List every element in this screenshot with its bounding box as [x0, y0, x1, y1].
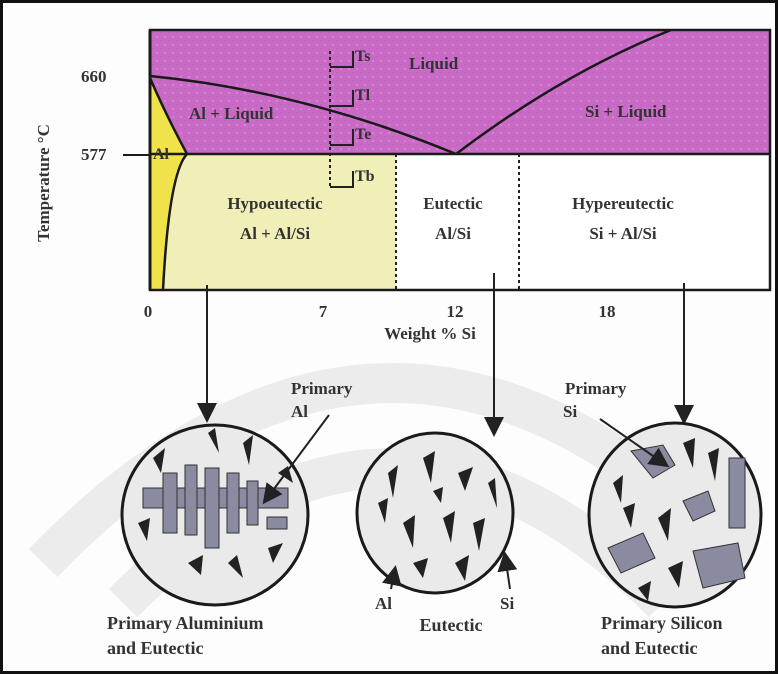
x-tick-0: 0 [144, 302, 153, 321]
eutectic-region-label: Eutectic [423, 194, 483, 213]
micrograph-eutectic [357, 433, 513, 593]
micrograph-primary-silicon [589, 423, 761, 607]
caption-right-line2: and Eutectic [601, 638, 698, 658]
primary-al-label-line2: Al [291, 402, 308, 421]
liquid-label: Liquid [409, 54, 459, 73]
micrograph-primary-aluminium [122, 425, 308, 605]
primary-si-label-line2: Si [563, 402, 577, 421]
te-label: Te [355, 126, 371, 143]
al-pointer-label: Al [375, 594, 392, 613]
temperature-tick-577: 577 [81, 145, 107, 164]
caption-middle: Eutectic [420, 615, 483, 635]
caption-right-line1: Primary Silicon [601, 613, 722, 633]
hypoeutectic-phases-label: Al + Al/Si [240, 224, 310, 243]
x-tick-7: 7 [319, 302, 328, 321]
phase-diagram-figure: Liquid Al + Liquid Si + Liquid Al Hypoeu… [3, 3, 775, 671]
primary-al-label-line1: Primary [291, 379, 353, 398]
hypereutectic-phases-label: Si + Al/Si [589, 224, 657, 243]
si-liquid-label: Si + Liquid [585, 102, 667, 121]
tb-label: Tb [355, 168, 375, 185]
x-axis-label: Weight % Si [384, 324, 476, 343]
y-axis-label: Temperature °C [34, 124, 53, 242]
hypoeutectic-label: Hypoeutectic [227, 194, 323, 213]
al-phase-label: Al [153, 146, 170, 163]
caption-left-line1: Primary Aluminium [107, 613, 264, 633]
x-tick-12: 12 [447, 302, 464, 321]
primary-si-label-line1: Primary [565, 379, 627, 398]
x-tick-18: 18 [599, 302, 616, 321]
eutectic-phases-label: Al/Si [435, 224, 471, 243]
temperature-tick-660: 660 [81, 67, 107, 86]
caption-left-line2: and Eutectic [107, 638, 204, 658]
al-liquid-label: Al + Liquid [189, 104, 274, 123]
phase-diagram [150, 30, 770, 290]
tl-label: Tl [355, 87, 371, 104]
si-pointer-label: Si [500, 594, 514, 613]
hypereutectic-label: Hypereutectic [572, 194, 674, 213]
ts-label: Ts [355, 48, 370, 65]
